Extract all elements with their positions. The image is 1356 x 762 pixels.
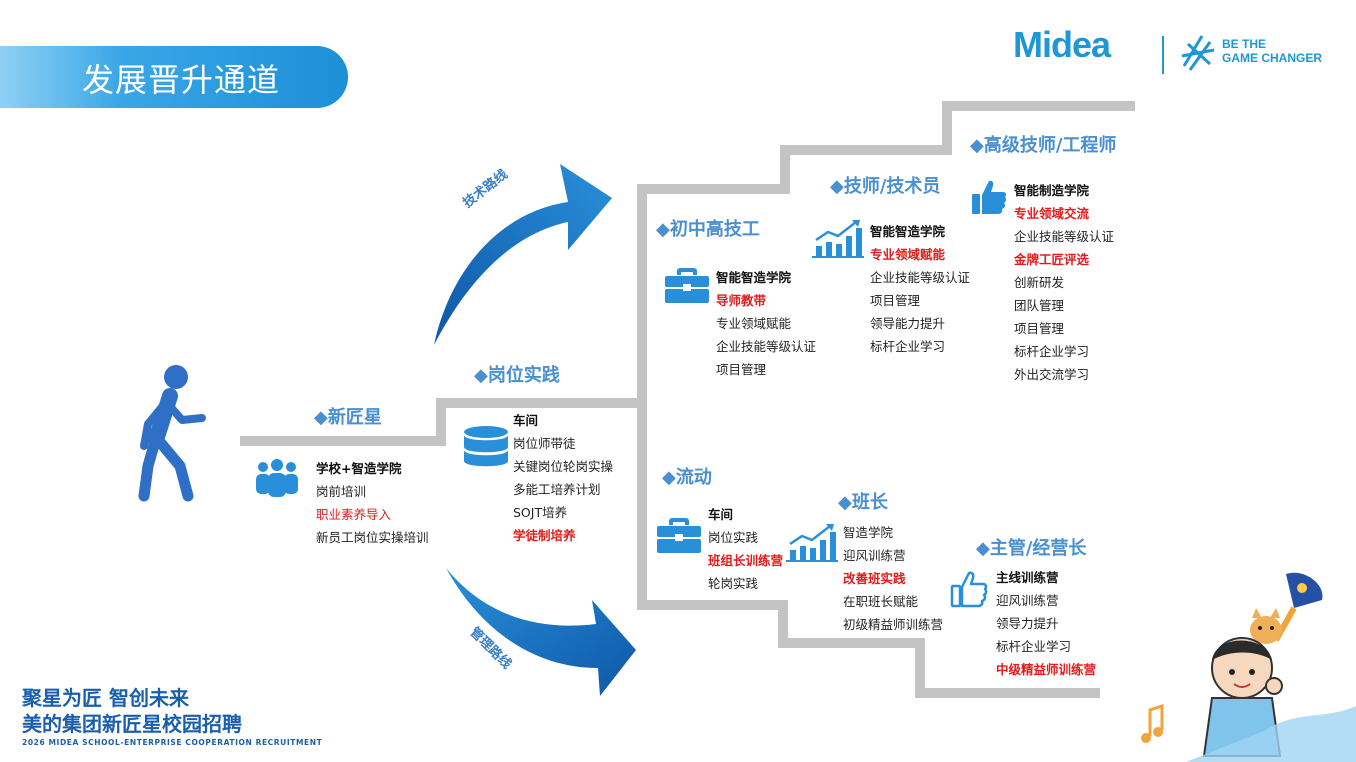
dog-icon — [1250, 608, 1282, 644]
list-item-highlight: 职业素养导入 — [316, 507, 392, 522]
list-item: 智能智造学院 — [716, 270, 792, 285]
list-item-highlight: 导师教带 — [716, 293, 767, 308]
slogan-line-2: GAME CHANGER — [1222, 51, 1323, 65]
list-item: 标杆企业学习 — [1014, 344, 1090, 359]
list-item-highlight: 金牌工匠评选 — [1014, 252, 1090, 267]
rocket-icon — [1273, 572, 1323, 642]
list-item: 车间 — [513, 413, 539, 428]
list-item: 领导力提升 — [996, 616, 1059, 631]
list-item: 初级精益师训练营 — [843, 617, 944, 632]
list-item: 标杆企业学习 — [870, 339, 946, 354]
walking-person-icon — [138, 365, 206, 502]
heading-newbie: ◆新匠星 — [314, 407, 382, 428]
people-group-icon — [256, 459, 298, 497]
tech-route-arrow-icon — [434, 164, 612, 345]
heading-junior-tech: ◆初中高技工 — [656, 219, 760, 240]
wave-decor — [1186, 706, 1356, 762]
title-banner — [0, 46, 348, 108]
list-item: 岗位实践 — [708, 530, 759, 545]
list-item: 企业技能等级认证 — [870, 270, 971, 285]
footer-slogan-3: 2026 MIDEA SCHOOL-ENTERPRISE COOPERATION… — [22, 738, 323, 747]
list-item: 外出交流学习 — [1014, 367, 1090, 382]
list-item: 项目管理 — [1014, 321, 1065, 336]
footer-slogan-1: 聚星为匠 智创未来 — [22, 686, 189, 710]
list-team-lead: 智造学院 迎风训练营 改善班实践 在职班长赋能 初级精益师训练营 — [843, 521, 943, 636]
music-note-icon — [1141, 703, 1164, 743]
list-item-highlight: 专业领域交流 — [1014, 206, 1090, 221]
lower-staircase-path — [637, 600, 1100, 698]
list-item: 企业技能等级认证 — [1014, 229, 1115, 244]
list-item: 企业技能等级认证 — [716, 339, 817, 354]
list-item: 迎风训练营 — [843, 548, 906, 563]
brand-slogan: BE THE GAME CHANGER — [1222, 37, 1322, 65]
brand-divider — [1162, 36, 1164, 74]
list-item: 岗位师带徒 — [513, 436, 576, 451]
heading-supervisor: ◆主管/经营长 — [976, 538, 1087, 559]
list-senior: 智能制造学院 专业领域交流 企业技能等级认证 金牌工匠评选 创新研发 团队管理 … — [1014, 179, 1114, 386]
heading-practice: ◆岗位实践 — [474, 365, 560, 386]
list-junior-tech: 智能智造学院 导师教带 专业领域赋能 企业技能等级认证 项目管理 — [716, 266, 816, 381]
mascot-illustration — [1141, 572, 1356, 762]
database-stack-icon — [464, 426, 508, 467]
list-item-highlight: 改善班实践 — [843, 571, 906, 586]
boy-character-icon — [1202, 637, 1283, 757]
growth-chart-icon — [812, 220, 864, 258]
list-item: 车间 — [708, 507, 734, 522]
upper-staircase-path — [637, 101, 1135, 194]
list-item: 标杆企业学习 — [996, 639, 1072, 654]
list-item: SOJT培养 — [513, 505, 568, 520]
list-rotation: 车间 岗位实践 班组长训练营 轮岗实践 — [708, 503, 783, 595]
list-item: 关键岗位轮岗实操 — [513, 459, 614, 474]
midea-logo: Midea — [1013, 24, 1111, 65]
list-item-highlight: 中级精益师训练营 — [996, 662, 1097, 677]
list-item: 项目管理 — [716, 362, 767, 377]
heading-technician: ◆技师/技术员 — [830, 176, 941, 197]
list-technician: 智能智造学院 专业领域赋能 企业技能等级认证 项目管理 领导能力提升 标杆企业学… — [870, 220, 970, 358]
list-item: 专业领域赋能 — [716, 316, 792, 331]
list-item-highlight: 学徒制培养 — [513, 528, 576, 543]
base-step-path — [240, 398, 642, 446]
list-item: 智造学院 — [843, 525, 894, 540]
list-item-highlight: 班组长训练营 — [708, 553, 784, 568]
list-item: 团队管理 — [1014, 298, 1065, 313]
footer-slogan-2: 美的集团新匠星校园招聘 — [22, 712, 242, 736]
heading-team-lead: ◆班长 — [838, 492, 888, 513]
list-item: 创新研发 — [1014, 275, 1065, 290]
list-item: 智能智造学院 — [870, 224, 946, 239]
list-item: 多能工培养计划 — [513, 482, 601, 497]
list-item: 领导能力提升 — [870, 316, 946, 331]
briefcase-icon — [665, 268, 709, 303]
briefcase-icon-2 — [657, 518, 701, 553]
list-item: 新员工岗位实操培训 — [316, 530, 429, 545]
list-item: 项目管理 — [870, 293, 921, 308]
thumbs-up-icon — [972, 180, 1007, 214]
list-item: 智能制造学院 — [1014, 183, 1090, 198]
list-item: 主线训练营 — [996, 570, 1059, 585]
list-supervisor: 主线训练营 迎风训练营 领导力提升 标杆企业学习 中级精益师训练营 — [996, 566, 1096, 681]
list-item: 在职班长赋能 — [843, 594, 919, 609]
list-item: 学校+智造学院 — [316, 461, 402, 476]
page-title: 发展晋升通道 — [82, 61, 281, 99]
thumbs-up-outline-icon — [950, 571, 988, 608]
list-newbie: 学校+智造学院 岗前培训 职业素养导入 新员工岗位实操培训 — [316, 457, 429, 549]
heading-senior: ◆高级技师/工程师 — [970, 135, 1117, 156]
growth-chart-icon-2 — [786, 524, 838, 562]
heading-rotation: ◆流动 — [662, 467, 712, 488]
list-item-highlight: 专业领域赋能 — [870, 247, 946, 262]
list-item: 迎风训练营 — [996, 593, 1059, 608]
list-item: 岗前培训 — [316, 484, 367, 499]
mgmt-route-arrow-icon — [446, 568, 636, 696]
star-burst-logo-icon — [1181, 35, 1215, 71]
list-item: 轮岗实践 — [708, 576, 759, 591]
slogan-line-1: BE THE — [1222, 37, 1267, 51]
list-practice: 车间 岗位师带徒 关键岗位轮岗实操 多能工培养计划 SOJT培养 学徒制培养 — [513, 409, 613, 547]
